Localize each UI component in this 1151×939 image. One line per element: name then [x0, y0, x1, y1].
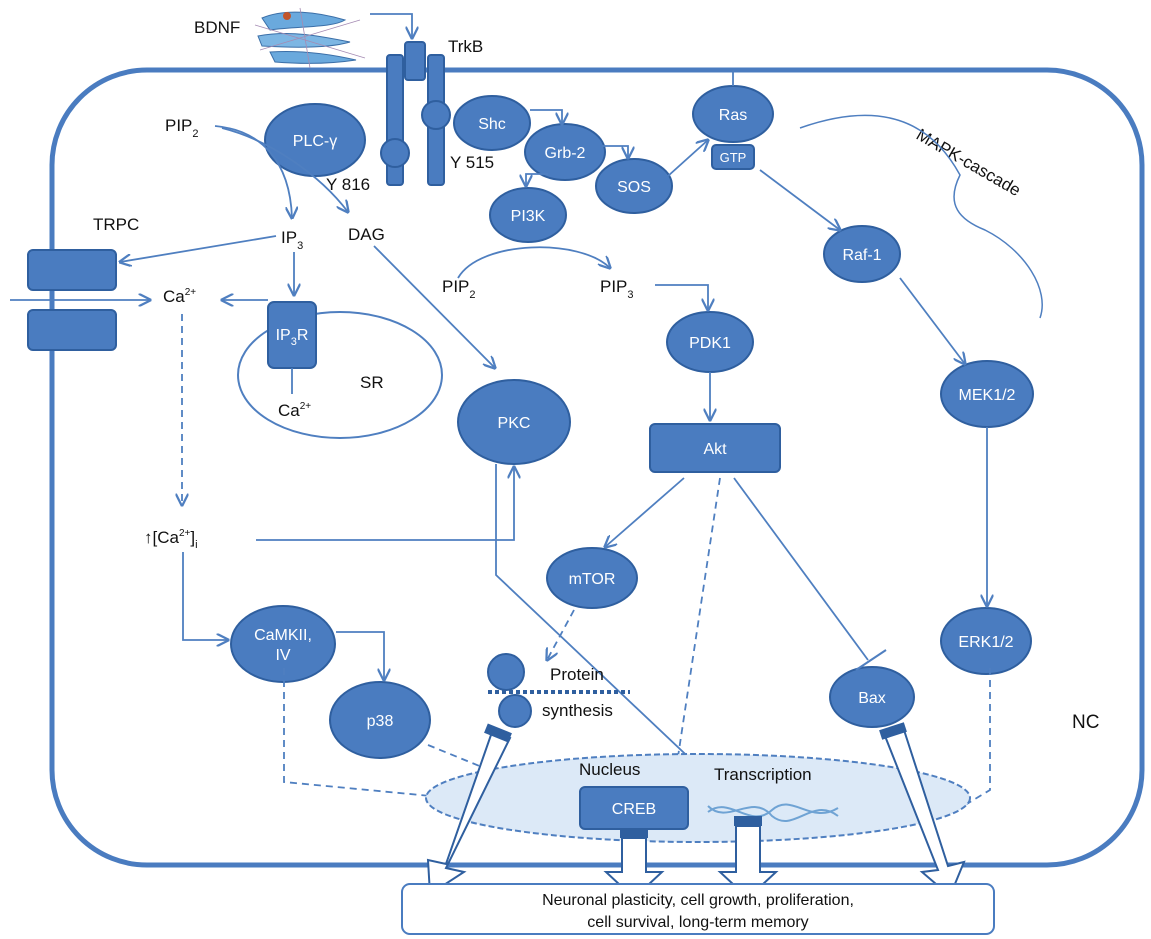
camk-node	[230, 605, 336, 683]
nucleus	[425, 753, 971, 843]
p38-label: p38	[367, 713, 394, 730]
sr-compartment	[237, 311, 443, 439]
bax-node	[829, 666, 915, 728]
protein-label: Protein	[550, 665, 604, 684]
nucleus-label: Nucleus	[579, 760, 640, 779]
nc-label: NC	[1072, 712, 1099, 733]
pkc-label: PKC	[498, 415, 531, 432]
bdnf-label: BDNF	[194, 18, 240, 37]
camk-label-line1: CaMKII,	[254, 627, 312, 644]
raf1-node	[823, 225, 901, 283]
pi3k-pip2-label: PIP2	[442, 277, 476, 301]
intracellular-ca-label: ↑[Ca2+]i	[144, 528, 198, 551]
cytosol-ca-label: Ca2+	[163, 287, 196, 306]
mapk-bracket	[799, 114, 1043, 319]
outcome-line1: Neuronal plasticity, cell growth, prolif…	[542, 892, 854, 909]
pip3-label: PIP3	[600, 277, 634, 301]
trkb-label: TrkB	[448, 37, 483, 56]
akt-label: Akt	[703, 441, 727, 458]
pip2-label: PIP2	[165, 116, 199, 140]
ribosome-small-icon	[498, 694, 532, 728]
sos-label: SOS	[617, 179, 651, 196]
trkb-receptor	[380, 41, 451, 186]
erk-node	[940, 607, 1032, 675]
pkc-node	[457, 379, 571, 465]
synthesis-label: synthesis	[542, 701, 613, 720]
raf1-label: Raf-1	[842, 247, 881, 264]
transcription-label: Transcription	[714, 765, 812, 784]
mtor-label: mTOR	[569, 571, 616, 588]
p38-node	[329, 681, 431, 759]
trpc-label: TRPC	[93, 215, 139, 234]
creb-label: CREB	[612, 801, 656, 818]
mtor-node	[546, 547, 638, 609]
bdnf-protein-image	[254, 7, 366, 69]
erk-label: ERK1/2	[958, 634, 1013, 651]
ribosome-large-icon	[487, 653, 525, 691]
pi3k-node	[489, 187, 567, 243]
ip3-label: IP3	[281, 228, 303, 252]
y816-label: Y 816	[326, 175, 370, 194]
grb2-label: Grb-2	[545, 145, 586, 162]
trpc-channel-top	[27, 249, 117, 291]
shc-node	[453, 95, 531, 151]
dag-label: DAG	[348, 225, 385, 244]
camk-label-line2: IV	[275, 647, 290, 664]
gtp-label: GTP	[720, 150, 747, 165]
akt-box	[649, 423, 781, 473]
pi3k-label: PI3K	[511, 208, 546, 225]
trpc-channel-bottom	[27, 309, 117, 351]
sr-ca-label: Ca2+	[278, 401, 311, 420]
plc-gamma-label: PLC-γ	[293, 133, 337, 150]
gtp-box	[711, 144, 755, 170]
bax-label: Bax	[858, 690, 886, 707]
ip3r-label: IP3R	[276, 327, 309, 348]
sr-label: SR	[360, 373, 384, 392]
outcome-arrows	[426, 722, 966, 900]
ras-label: Ras	[719, 107, 747, 124]
shc-label: Shc	[478, 116, 506, 133]
dna-strand-icon	[707, 803, 839, 818]
y515-label: Y 515	[450, 153, 494, 172]
outcome-box	[401, 883, 995, 935]
outcome-line2: cell survival, long-term memory	[587, 914, 808, 931]
mek-label: MEK1/2	[959, 387, 1016, 404]
pdk1-label: PDK1	[689, 335, 731, 352]
